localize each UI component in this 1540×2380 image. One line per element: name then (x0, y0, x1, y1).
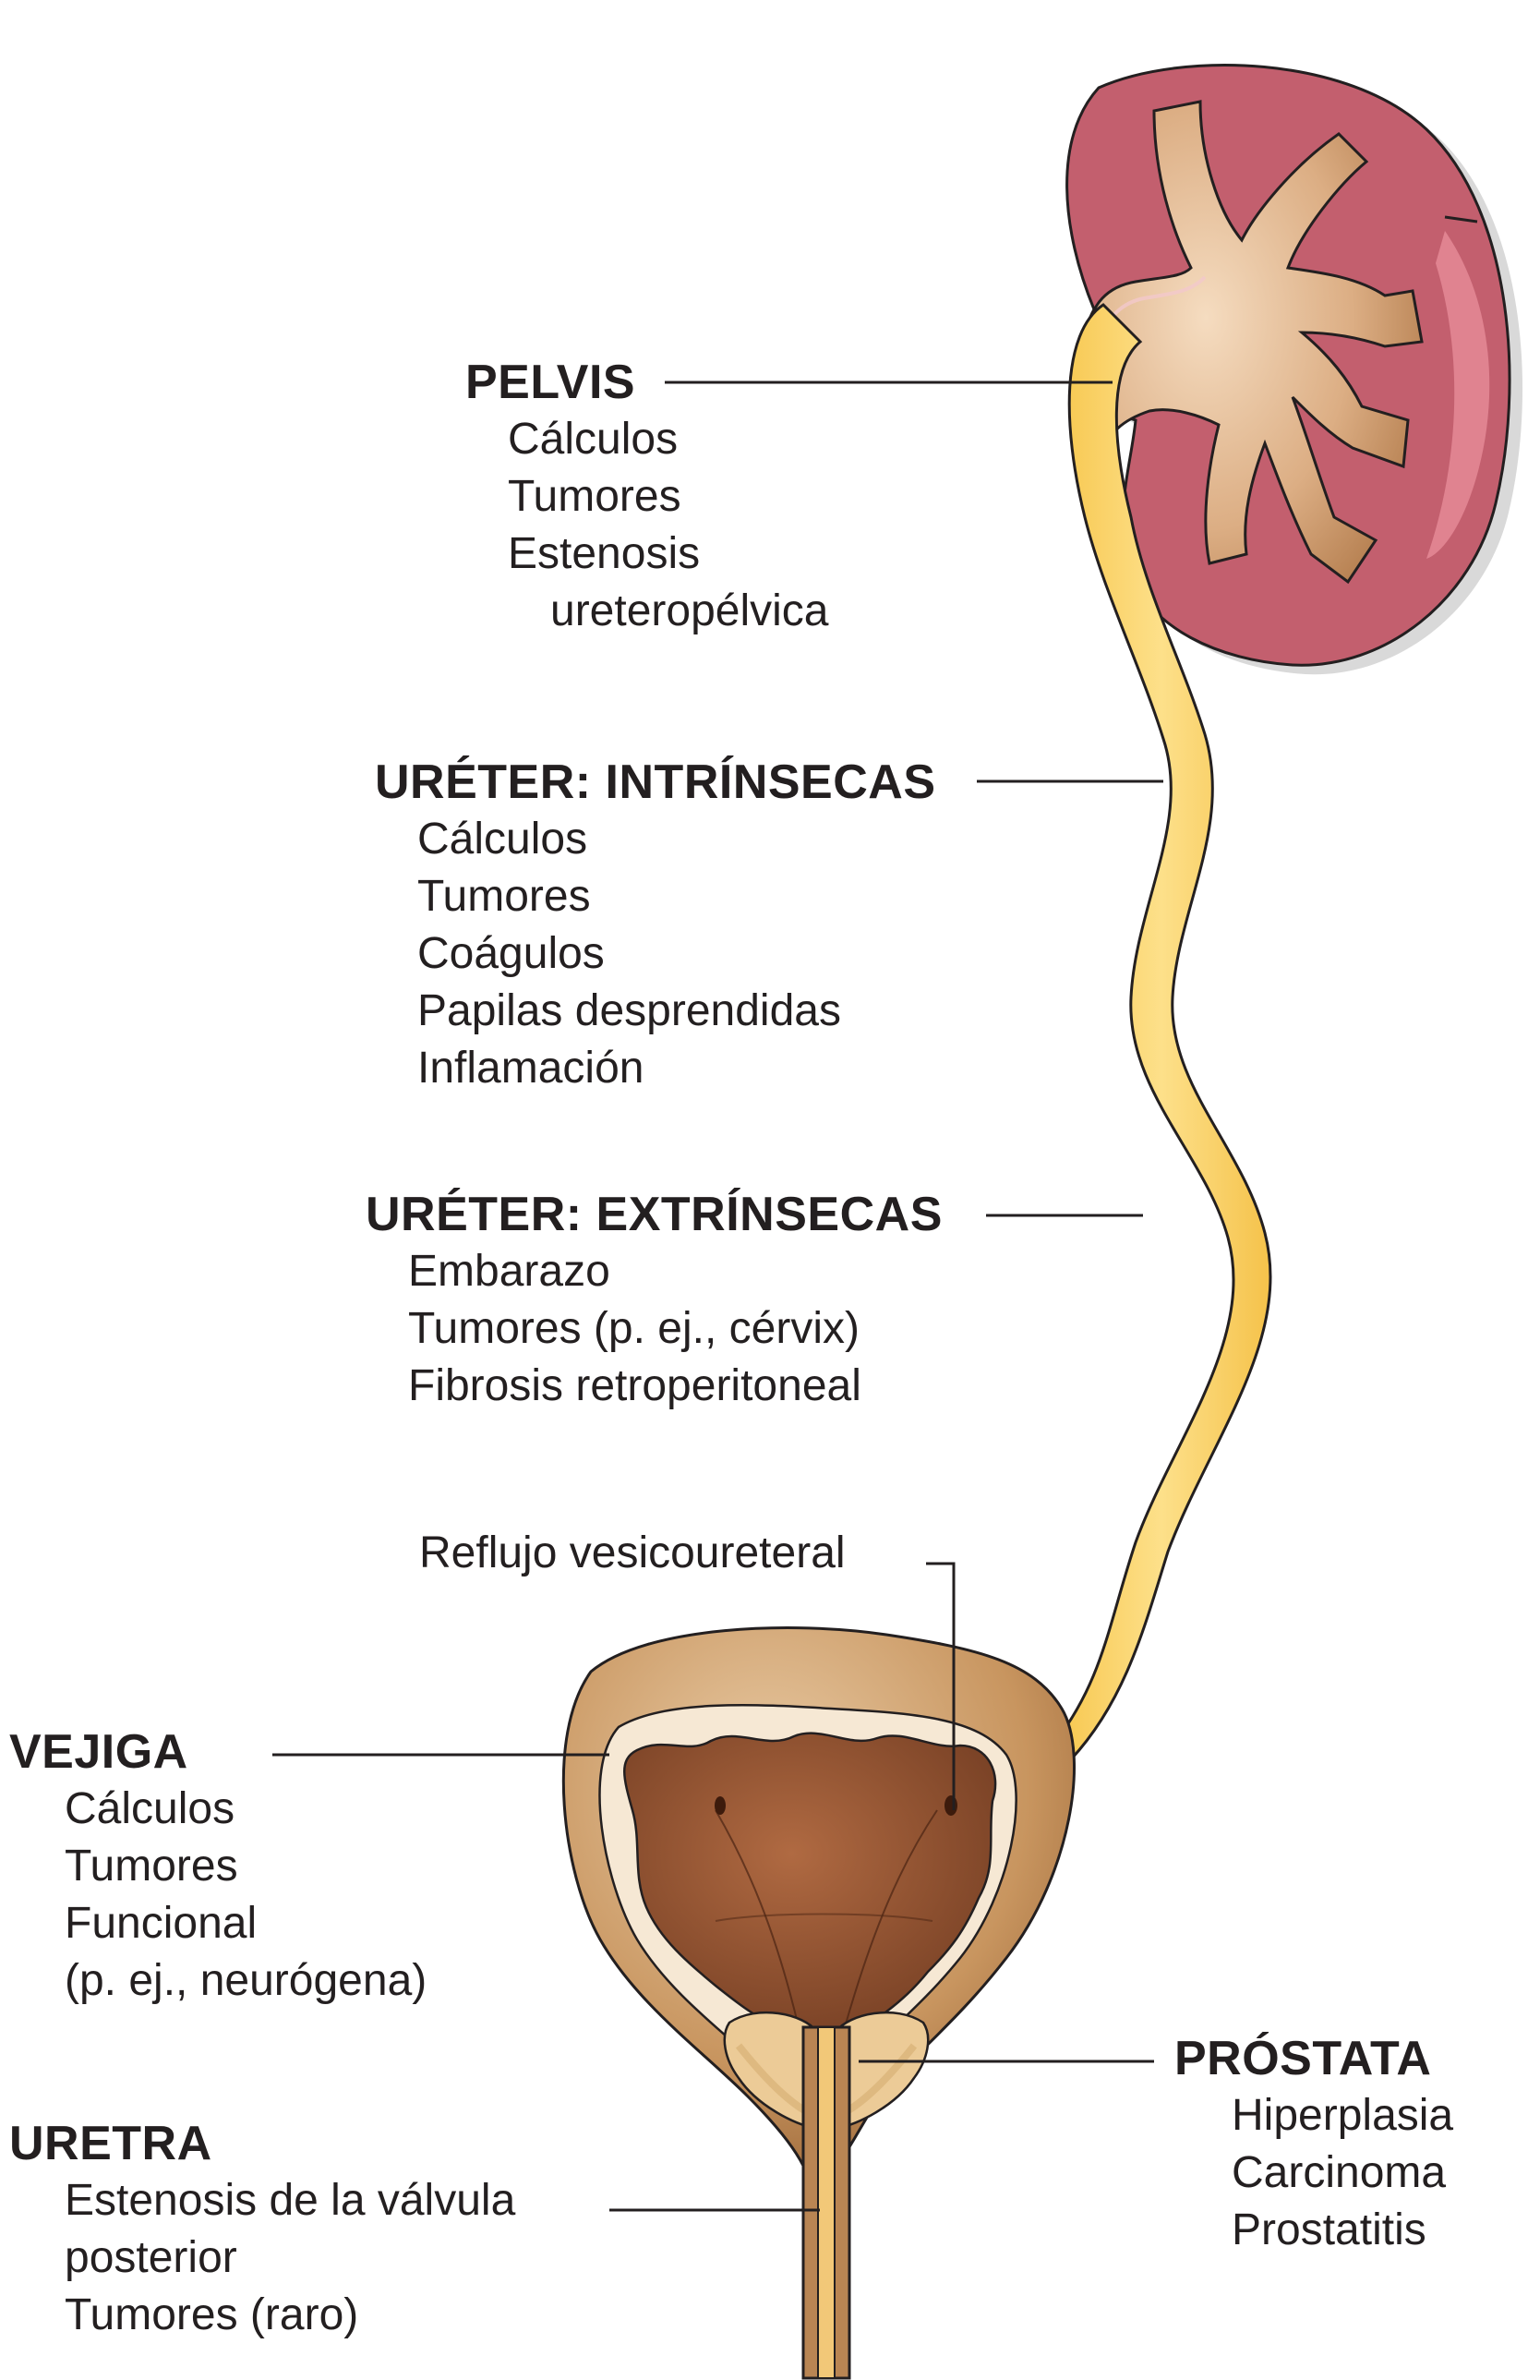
pelvis-item: Tumores (508, 472, 681, 521)
bladder-item: Funcional (65, 1899, 258, 1948)
urethra-item: posterior (65, 2233, 237, 2282)
bladder-heading: VEJIGA (9, 1725, 188, 1779)
pelvis-item: ureteropélvica (550, 586, 829, 635)
prostate-heading: PRÓSTATA (1174, 2032, 1432, 2085)
bladder-item: Cálculos (65, 1784, 235, 1833)
urethra-heading: URETRA (9, 2117, 212, 2170)
kidney (1065, 64, 1523, 675)
prostate-item: Hiperplasia (1232, 2091, 1454, 2140)
reflux-label: Reflujo vesicoureteral (419, 1528, 846, 1577)
renal-pelvis (1088, 100, 1424, 585)
ureter-extrinsic-item: Fibrosis retroperitoneal (408, 1361, 861, 1410)
ureter-extrinsic-item: Tumores (p. ej., cérvix) (408, 1304, 860, 1353)
ureter-extrinsic-label-group: URÉTER: EXTRÍNSECAS Embarazo Tumores (p.… (366, 1186, 943, 1415)
pelvis-item: Estenosis (508, 529, 701, 578)
ureter-extrinsic-heading: URÉTER: EXTRÍNSECAS (366, 1188, 943, 1241)
prostate-item: Carcinoma (1232, 2148, 1447, 2197)
pelvis-item: Cálculos (508, 415, 679, 464)
ureter-intrinsic-item: Papilas desprendidas (417, 986, 841, 1035)
leader-lines (272, 381, 1163, 2212)
ureter-intrinsic-heading: URÉTER: INTRÍNSECAS (375, 755, 936, 809)
pelvis-label-group: PELVIS Cálculos Tumores Estenosis ureter… (465, 354, 829, 640)
urethra-label-group: URETRA Estenosis de la válvula posterior… (9, 2115, 515, 2344)
bladder-item: (p. ej., neurógena) (65, 1956, 427, 2005)
urethra-item: Tumores (raro) (65, 2290, 359, 2339)
bladder-item: Tumores (65, 1842, 238, 1891)
ureter-intrinsic-item: Coágulos (417, 929, 605, 978)
ureter-intrinsic-item: Tumores (417, 872, 591, 921)
reflux-leader (926, 1562, 956, 1810)
ureter-intrinsic-item: Inflamación (417, 1044, 644, 1093)
prostate-label-group: PRÓSTATA Hiperplasia Carcinoma Prostatit… (1174, 2030, 1453, 2259)
prostate-item: Prostatitis (1232, 2205, 1426, 2254)
bladder-label-group: VEJIGA Cálculos Tumores Funcional (p. ej… (9, 1723, 427, 2010)
pelvis-heading: PELVIS (465, 356, 636, 409)
urethra-item: Estenosis de la válvula (65, 2176, 516, 2225)
ureter-extrinsic-item: Embarazo (408, 1247, 610, 1296)
ureter-intrinsic-label-group: URÉTER: INTRÍNSECAS Cálculos Tumores Coá… (375, 754, 936, 1097)
urethra (801, 2025, 851, 2380)
ureter-intrinsic-item: Cálculos (417, 815, 588, 864)
